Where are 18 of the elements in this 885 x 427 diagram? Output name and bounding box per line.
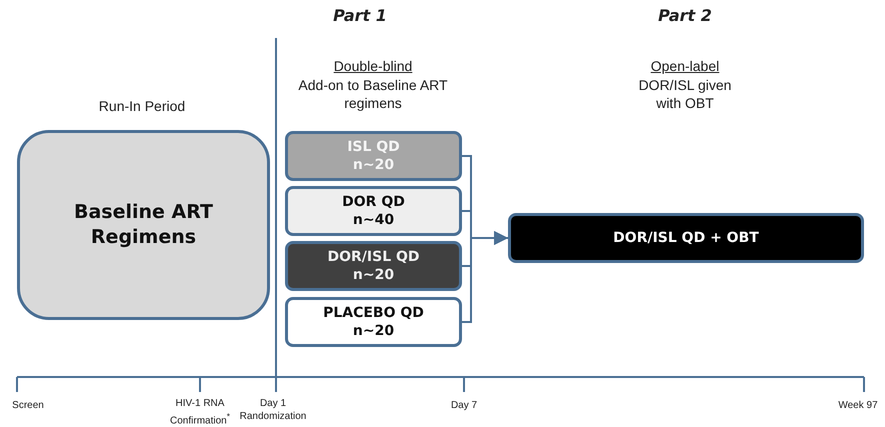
phase-label: Add-on to Baseline ART regimens <box>297 77 449 112</box>
timeline-label: Screen <box>11 400 45 412</box>
treatment-box: PLACEBO QD n~20 <box>285 297 462 347</box>
part-heading: Part 2 <box>657 6 713 26</box>
phase-label: DOR/ISL given with OBT <box>638 77 732 112</box>
treatment-box: DOR QD n~40 <box>285 186 462 236</box>
arrow <box>462 231 508 323</box>
treatment-box: ISL QD n~20 <box>285 131 462 181</box>
timeline-label: Day 1 Randomization <box>238 398 308 423</box>
regimen-box: Baseline ART Regimens <box>17 130 270 320</box>
treatment-box: DOR/ISL QD + OBT <box>508 213 864 263</box>
part-heading: Part 1 <box>332 6 388 26</box>
phase-label: Double-blind <box>332 58 414 76</box>
phase-label: Run-In Period <box>98 98 186 116</box>
timeline-label: Week 97 <box>837 400 879 412</box>
timeline-label: Day 7 <box>450 400 478 412</box>
treatment-box: DOR/ISL QD n~20 <box>285 241 462 291</box>
phase-label: Open-label <box>650 58 720 76</box>
